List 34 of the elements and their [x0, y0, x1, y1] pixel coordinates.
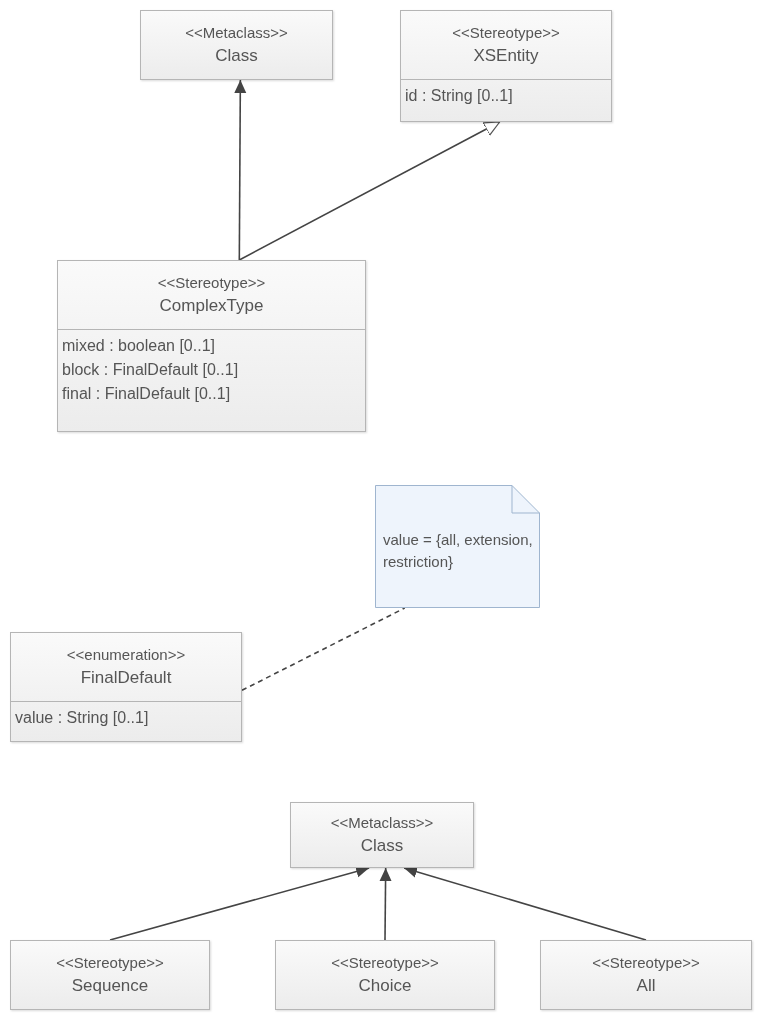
class-name: Choice: [358, 975, 412, 997]
attribute-text: value : String [0..1]: [15, 708, 149, 728]
stereotype-label: <<Metaclass>>: [330, 813, 434, 833]
class-name: Class: [215, 45, 258, 67]
class-name: Class: [360, 835, 404, 857]
class-box: [540, 940, 752, 1010]
class-box: [400, 10, 612, 122]
attribute-text: mixed : boolean [0..1]: [62, 336, 215, 356]
class-box: [10, 632, 242, 742]
class-name: All: [636, 975, 656, 997]
arrow: [238, 121, 501, 261]
class-name: FinalDefault: [80, 667, 172, 689]
stereotype-label: <<enumeration>>: [66, 645, 186, 665]
class-box: [290, 802, 474, 868]
stereotype-label: <<Stereotype>>: [157, 273, 266, 293]
class-name: Sequence: [71, 975, 149, 997]
class-box: [275, 940, 495, 1010]
note-text: value = {all, extension, restriction}: [383, 529, 534, 572]
stereotype-label: <<Stereotype>>: [592, 953, 700, 973]
stereotype-label: <<Metaclass>>: [185, 23, 288, 43]
stereotype-label: <<Stereotype>>: [331, 953, 439, 973]
class-name: XSEntity: [473, 45, 539, 67]
dashed-connector: [241, 607, 406, 692]
arrow: [234, 79, 247, 261]
class-box: [140, 10, 333, 80]
class-box: [10, 940, 210, 1010]
class-box: [57, 260, 366, 432]
attribute-text: id : String [0..1]: [405, 86, 513, 106]
arrow: [379, 867, 392, 941]
stereotype-label: <<Stereotype>>: [56, 953, 164, 973]
stereotype-label: <<Stereotype>>: [452, 23, 560, 43]
attribute-text: final : FinalDefault [0..1]: [62, 384, 231, 404]
attribute-text: block : FinalDefault [0..1]: [62, 360, 239, 380]
class-name: ComplexType: [159, 295, 264, 317]
